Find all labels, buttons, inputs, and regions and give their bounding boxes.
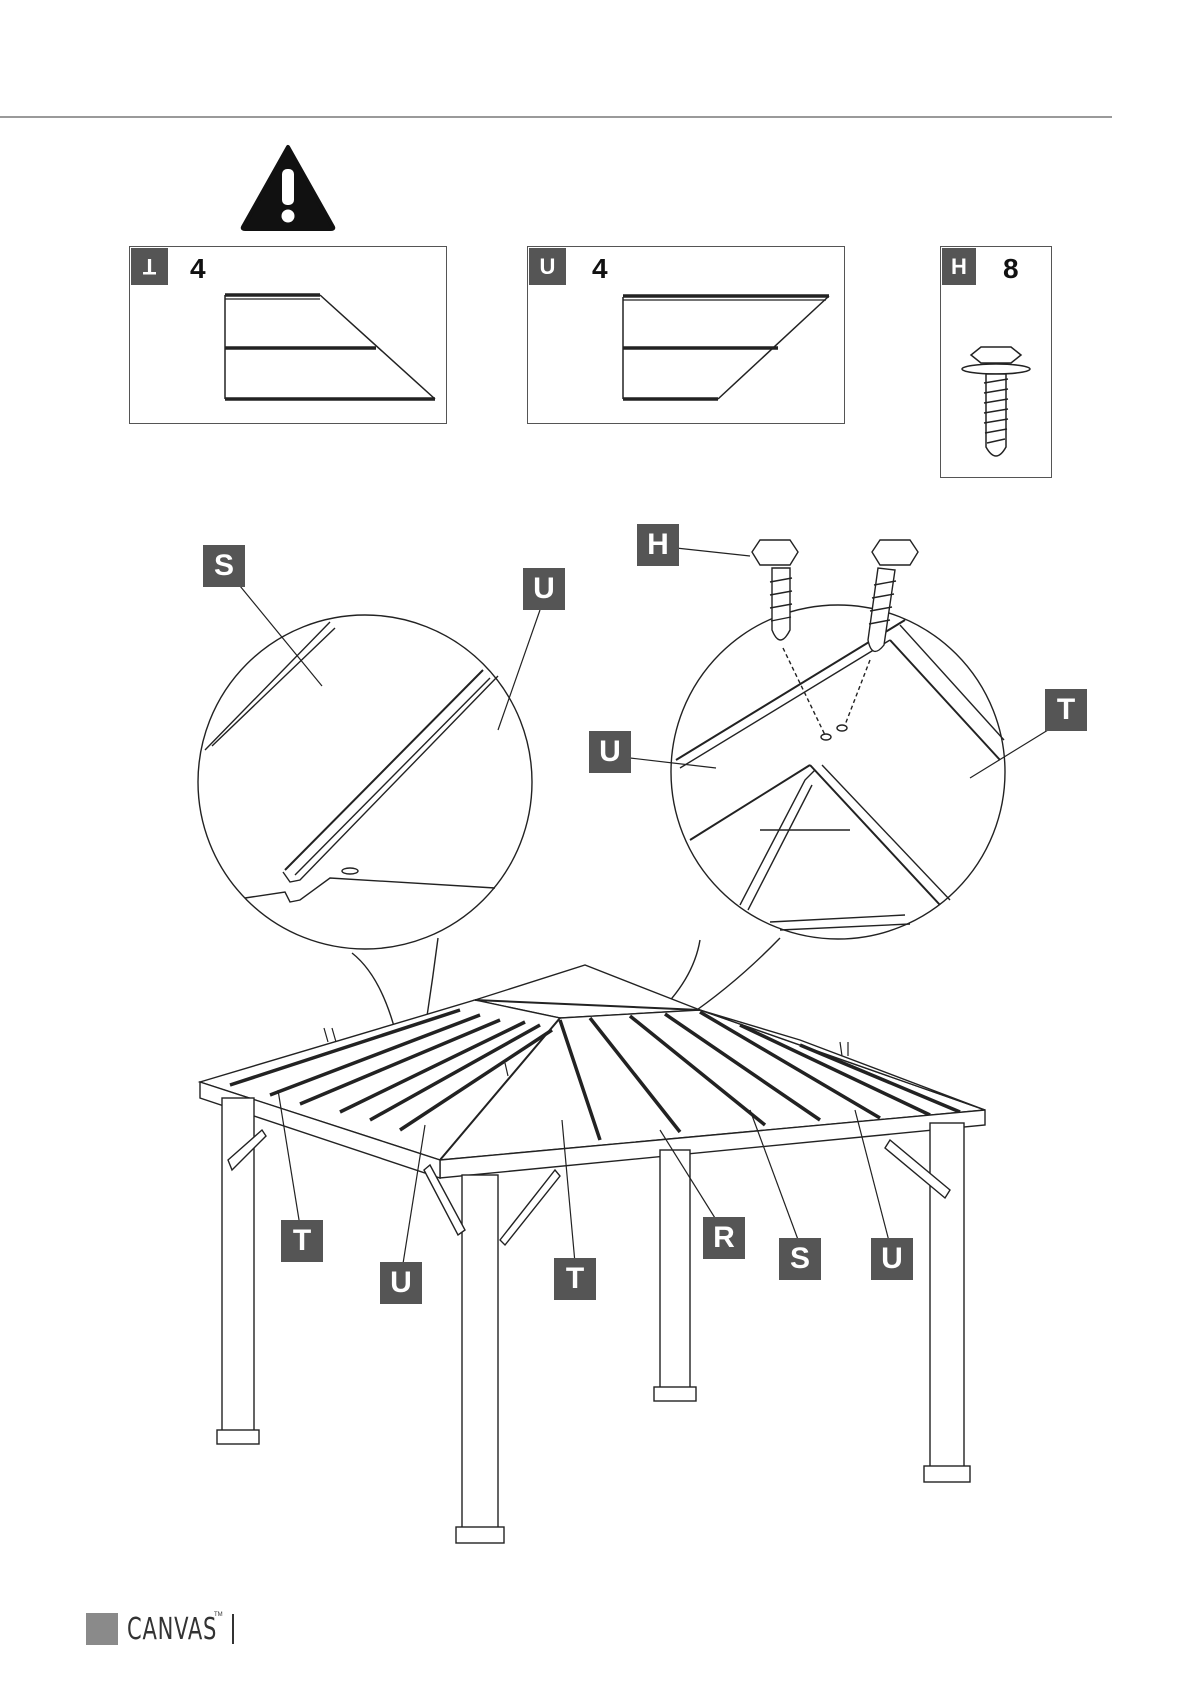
detail-circle-right bbox=[671, 605, 1005, 939]
callout-u-detail: U bbox=[523, 568, 565, 610]
callout-t-front: T bbox=[554, 1258, 596, 1300]
callout-h-detail: H bbox=[637, 524, 679, 566]
footer-brand-tm: TM bbox=[214, 1612, 223, 1618]
callout-u-front-right: U bbox=[871, 1238, 913, 1280]
callout-u-front: U bbox=[380, 1262, 422, 1304]
footer-divider bbox=[232, 1614, 234, 1644]
footer-brand-square bbox=[86, 1613, 118, 1645]
callout-s-front: S bbox=[779, 1238, 821, 1280]
footer-brand: CANVAS bbox=[127, 1612, 217, 1647]
detail-circle-left bbox=[198, 615, 532, 949]
callout-r-front: R bbox=[703, 1217, 745, 1259]
callout-u-right-detail: U bbox=[589, 731, 631, 773]
post-front-right bbox=[930, 1123, 964, 1473]
post-back-center bbox=[660, 1150, 690, 1395]
post-front-center bbox=[462, 1175, 498, 1535]
callout-t-right-detail: T bbox=[1045, 689, 1087, 731]
callout-t-front-left: T bbox=[281, 1220, 323, 1262]
callout-s-detail: S bbox=[203, 545, 245, 587]
